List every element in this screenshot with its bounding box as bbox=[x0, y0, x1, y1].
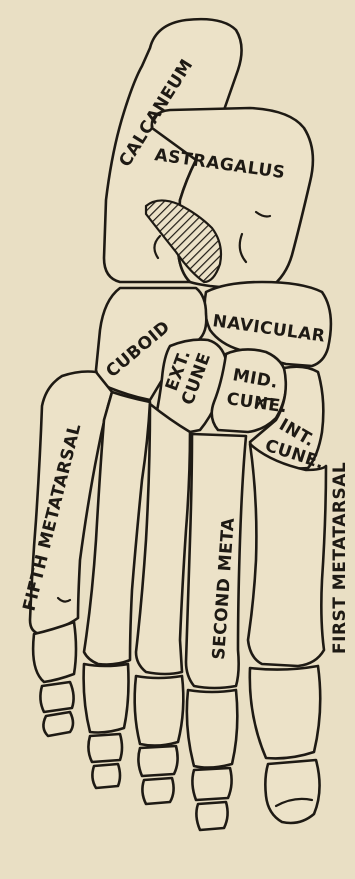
fourth-toe-distal bbox=[92, 764, 120, 788]
great-toe-distal bbox=[265, 760, 319, 823]
fourth-toe-middle bbox=[88, 734, 122, 762]
third-toe-middle bbox=[138, 746, 177, 776]
great-toe-proximal bbox=[250, 666, 320, 758]
fifth-toe-distal bbox=[43, 712, 73, 736]
first-metatarsal-bone bbox=[248, 444, 326, 666]
second-toe-middle bbox=[192, 768, 231, 800]
fourth-toe-proximal bbox=[84, 664, 129, 733]
fifth-toe-middle bbox=[40, 682, 73, 712]
second-toe-distal bbox=[196, 802, 227, 830]
third-toe-distal bbox=[142, 778, 173, 804]
third-toe-proximal bbox=[135, 676, 184, 746]
first-metatarsal-label: FIRST METATARSAL bbox=[330, 462, 350, 654]
second-toe-proximal bbox=[187, 690, 237, 768]
